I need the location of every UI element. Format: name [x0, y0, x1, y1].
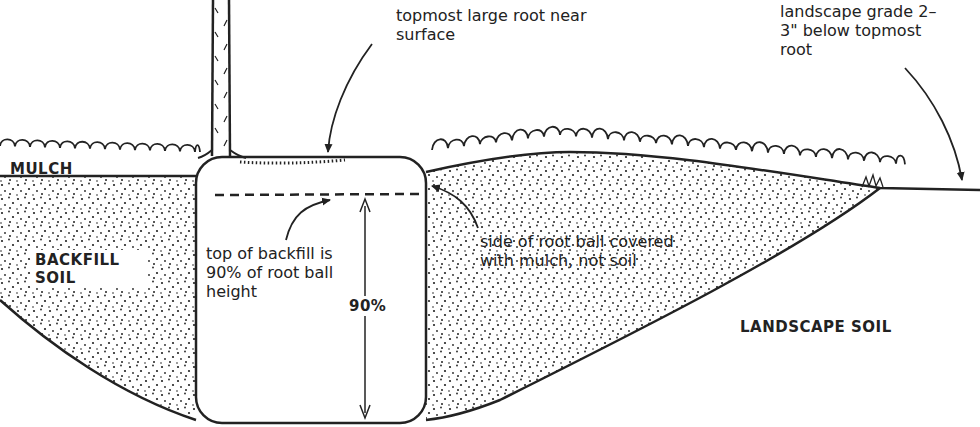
- leader-grade: [905, 68, 962, 180]
- side-note: side of root ball covered with mulch, no…: [480, 232, 690, 270]
- leader-root: [328, 44, 372, 152]
- grade-note: landscape grade 2–3" below topmost root: [780, 2, 950, 60]
- mulch-left: [0, 139, 200, 152]
- root-note: topmost large root near surface: [396, 6, 596, 44]
- leader-backfill-top: [286, 200, 330, 240]
- hole-edge-left: [0, 300, 196, 420]
- bark-texture: [215, 8, 227, 146]
- backfill-top-line: [215, 194, 420, 195]
- trunk-flare: [198, 150, 246, 158]
- grass-tuft: [862, 175, 883, 187]
- trunk-right: [229, 0, 230, 156]
- backfill-left: [0, 176, 196, 420]
- root-ball: [196, 157, 426, 423]
- dimension-value: 90%: [346, 296, 389, 316]
- topmost-root: [240, 160, 345, 163]
- trunk-left: [212, 0, 213, 156]
- backfill-note: top of backfill is 90% of root ball heig…: [206, 244, 356, 302]
- leader-side: [432, 186, 478, 228]
- mulch-right: [432, 127, 905, 165]
- layer-name: LANDSCAPE SOIL: [740, 318, 892, 336]
- backfill-right: [426, 152, 880, 420]
- hole-edge-right: [426, 188, 880, 420]
- layer-name: BACKFILL SOIL: [32, 250, 148, 288]
- layer-name: MULCH: [10, 160, 73, 178]
